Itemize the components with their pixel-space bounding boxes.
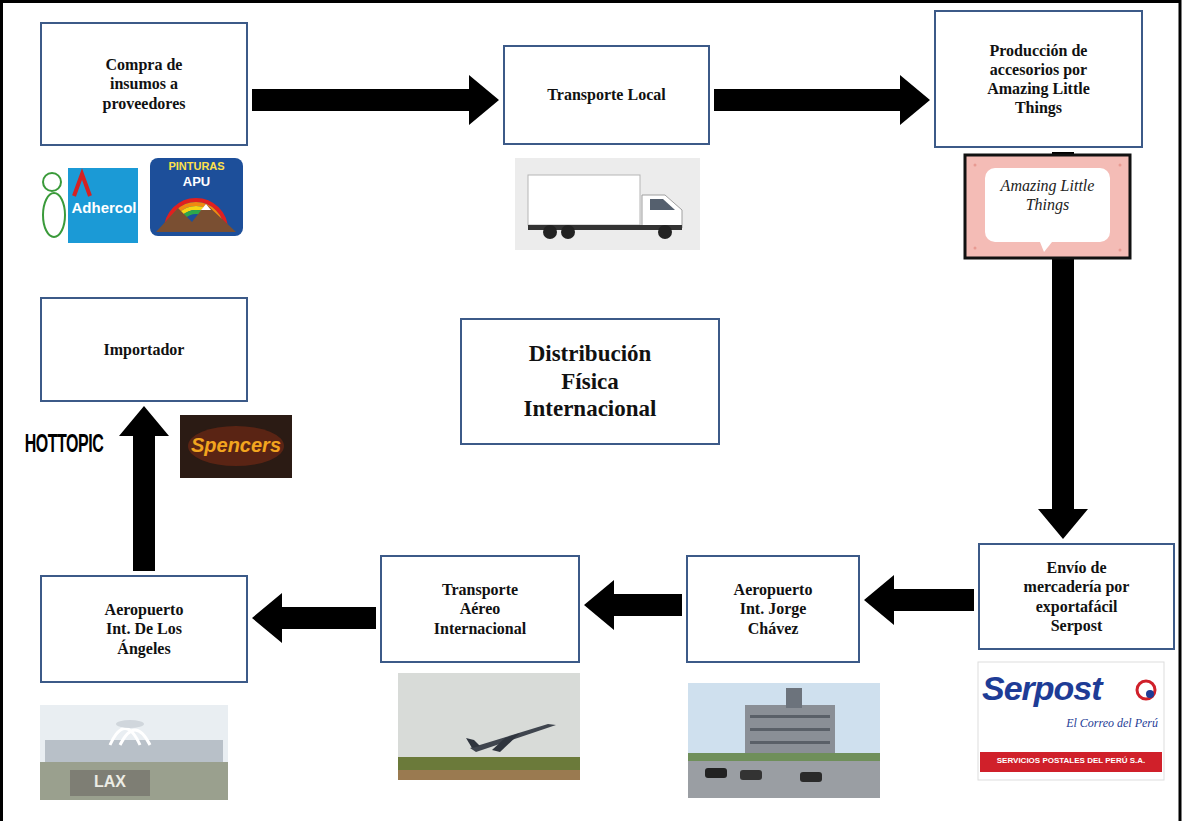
- block-arrow: [252, 75, 499, 125]
- truck-image-part: [561, 225, 575, 239]
- jorge-chavez-airport-image-part: [705, 768, 727, 778]
- pinturas-apu-logo-part: [156, 204, 236, 232]
- airplane-image-part: [466, 738, 480, 748]
- airplane-image-part: [398, 770, 580, 780]
- process-box: Envío de mercadería por exportafácil Ser…: [978, 543, 1175, 650]
- block-arrow: [584, 580, 682, 630]
- sign-text: LAX: [70, 772, 150, 791]
- jorge-chavez-airport-image-part: [750, 728, 830, 731]
- adhercol-logo-part: [68, 168, 138, 243]
- spencers-logo-part: [180, 415, 292, 478]
- los-angeles-airport-image-part: [40, 705, 228, 800]
- los-angeles-airport-image-part: [40, 762, 228, 800]
- logo-text: HOTTOPIC: [14, 428, 114, 459]
- amazing-little-things-logo-part: [985, 168, 1110, 242]
- jorge-chavez-airport-image-part: [740, 770, 762, 780]
- block-arrow: [714, 75, 930, 125]
- process-box: Producción de accesorios por Amazing Lit…: [934, 10, 1143, 148]
- process-box: Transporte Aéreo Internacional: [380, 555, 580, 663]
- jorge-chavez-airport-image: [688, 683, 880, 798]
- amazing-little-things-logo-part: [1119, 249, 1122, 252]
- box-text: Transporte Aéreo Internacional: [425, 580, 535, 638]
- block-arrow: [252, 593, 376, 643]
- truck-image-part: [543, 225, 557, 239]
- truck-image-part: [515, 158, 700, 250]
- process-box: Aeropuerto Int. Jorge Chávez: [686, 555, 860, 663]
- los-angeles-airport-image-part: [116, 720, 144, 728]
- jorge-chavez-airport-image-part: [750, 715, 830, 718]
- block-arrow: [864, 575, 974, 625]
- airplane-image-part: [398, 673, 580, 757]
- serpost-logo-part: [978, 662, 1164, 780]
- logo-text: Serpost: [982, 668, 1132, 709]
- airplane-image: [398, 673, 580, 780]
- airplane-image-part: [470, 724, 556, 752]
- box-text: Importador: [104, 340, 185, 359]
- logo-text: SERVICIOS POSTALES DEL PERÚ S.A.: [980, 756, 1162, 766]
- jorge-chavez-airport-image-part: [800, 772, 822, 782]
- logo-text: Amazing Little Things: [990, 176, 1105, 214]
- amazing-little-things-logo: [965, 155, 1130, 258]
- logo-text: Spencers: [182, 433, 290, 457]
- adhercol-logo-part: [43, 193, 65, 237]
- serpost-logo: [978, 662, 1164, 780]
- airplane-image-part: [492, 733, 520, 752]
- truck-image-part: [528, 175, 640, 225]
- block-arrow: [119, 406, 169, 571]
- airplane-image-part: [398, 757, 580, 770]
- truck-image-part: [642, 195, 682, 228]
- process-box: Transporte Local: [503, 45, 710, 145]
- los-angeles-airport-image: [40, 705, 228, 800]
- jorge-chavez-airport-image-part: [688, 683, 880, 798]
- los-angeles-airport-image-part: [45, 740, 223, 762]
- process-box: Compra de insumos a proveedores: [40, 22, 248, 146]
- box-text: Distribución Física Internacional: [500, 340, 680, 423]
- los-angeles-airport-image-part: [70, 770, 150, 796]
- serpost-logo-part: [1137, 681, 1155, 699]
- jorge-chavez-airport-image-part: [750, 741, 830, 744]
- truck-image-part: [658, 225, 672, 239]
- amazing-little-things-logo-part: [1040, 242, 1052, 252]
- jorge-chavez-airport-image-part: [688, 761, 880, 798]
- serpost-logo-part: [1146, 690, 1154, 698]
- box-text: Envío de mercadería por exportafácil Ser…: [1012, 558, 1142, 635]
- box-text: Aeropuerto Int. De Los Ángeles: [94, 600, 194, 658]
- logo-text: Adhercol: [70, 199, 138, 217]
- jorge-chavez-airport-image-part: [786, 688, 802, 708]
- los-angeles-airport-image-part: [110, 729, 150, 746]
- adhercol-logo-part: [74, 174, 90, 196]
- logo-text: PINTURAS: [152, 160, 241, 173]
- logo-text: APU: [152, 174, 241, 190]
- box-text: Producción de accesorios por Amazing Lit…: [969, 41, 1109, 118]
- process-box: Importador: [40, 297, 248, 402]
- box-text: Compra de insumos a proveedores: [79, 55, 209, 113]
- title-box: Distribución Física Internacional: [460, 318, 720, 445]
- pinturas-apu-logo: [150, 158, 243, 236]
- pinturas-apu-logo-part: [150, 158, 243, 236]
- logo-text: El Correo del Perú: [1030, 716, 1158, 730]
- adhercol-logo-part: [40, 165, 138, 243]
- amazing-little-things-logo-part: [974, 164, 977, 167]
- box-text: Aeropuerto Int. Jorge Chávez: [723, 580, 823, 638]
- amazing-little-things-logo-part: [1119, 164, 1122, 167]
- jorge-chavez-airport-image-part: [745, 705, 835, 753]
- serpost-logo-part: [980, 752, 1162, 772]
- process-box: Aeropuerto Int. De Los Ángeles: [40, 575, 248, 683]
- jorge-chavez-airport-image-part: [688, 753, 880, 761]
- amazing-little-things-logo-part: [965, 155, 1130, 258]
- adhercol-logo-part: [43, 173, 61, 191]
- pinturas-apu-logo-part: [201, 204, 211, 210]
- box-text: Transporte Local: [547, 85, 665, 104]
- truck-image-part: [650, 199, 675, 210]
- spencers-logo: [180, 415, 292, 478]
- adhercol-logo: [40, 165, 138, 243]
- amazing-little-things-logo-part: [974, 247, 977, 250]
- truck-image: [515, 158, 700, 250]
